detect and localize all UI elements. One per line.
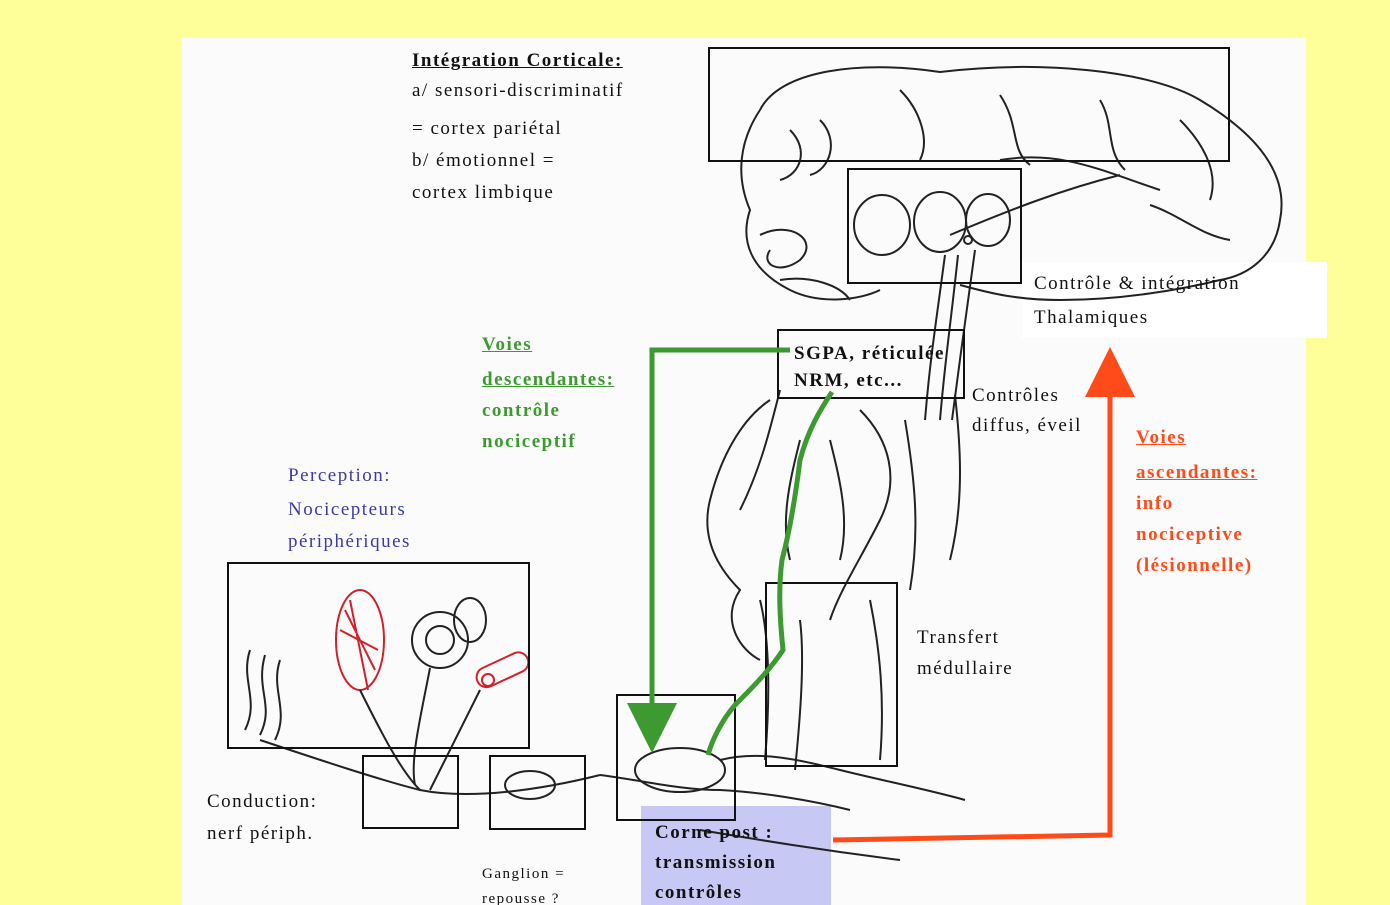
integration-line-a2: = cortex pariétal	[412, 116, 562, 142]
conduction-line-1: Conduction:	[207, 789, 317, 815]
ascending-line-2: ascendantes:	[1136, 460, 1257, 486]
transfer-line-2: médullaire	[917, 656, 1013, 682]
corne-line-2: transmission	[655, 850, 776, 876]
ascending-line-3: info	[1136, 491, 1174, 517]
corne-line-3: contrôles	[655, 880, 742, 905]
descending-line-4: nociceptif	[482, 429, 576, 455]
thalamic-line-1: Contrôle & intégration	[1034, 271, 1240, 297]
sgpa-line-1: SGPA, réticulée	[794, 341, 945, 367]
integration-line-b: b/ émotionnel =	[412, 148, 555, 174]
integration-line-b2: cortex limbique	[412, 180, 554, 206]
ganglion-line-2: repousse ?	[482, 886, 560, 905]
sgpa-line-2: NRM, etc...	[794, 368, 903, 394]
perception-line-1: Perception:	[288, 463, 391, 489]
ascending-arrow	[833, 372, 1110, 840]
thalamus-sketch	[854, 192, 1010, 255]
descending-line-2: descendantes:	[482, 367, 614, 393]
diffuse-line-2: diffus, éveil	[972, 413, 1082, 439]
descending-line-1: Voies	[482, 332, 532, 358]
transfer-line-1: Transfert	[917, 625, 999, 651]
ascending-line-1: Voies	[1136, 425, 1186, 451]
integration-line-a: a/ sensori-discriminatif	[412, 78, 624, 104]
thalamic-line-2: Thalamiques	[1034, 305, 1149, 331]
diffuse-line-1: Contrôles	[972, 383, 1059, 409]
perception-line-3: périphériques	[288, 529, 411, 555]
periphery-sketch	[245, 590, 965, 860]
conduction-line-2: nerf périph.	[207, 821, 314, 847]
brain-sketch	[741, 67, 1281, 300]
ascending-line-4: nociceptive	[1136, 522, 1243, 548]
integration-title: Intégration Corticale:	[412, 48, 623, 74]
ascending-line-5: (lésionnelle)	[1136, 553, 1253, 579]
ganglion-line-1: Ganglion =	[482, 861, 565, 887]
perception-line-2: Nocicepteurs	[288, 497, 406, 523]
descending-line-3: contrôle	[482, 398, 560, 424]
corne-line-1: Corne post :	[655, 820, 773, 846]
